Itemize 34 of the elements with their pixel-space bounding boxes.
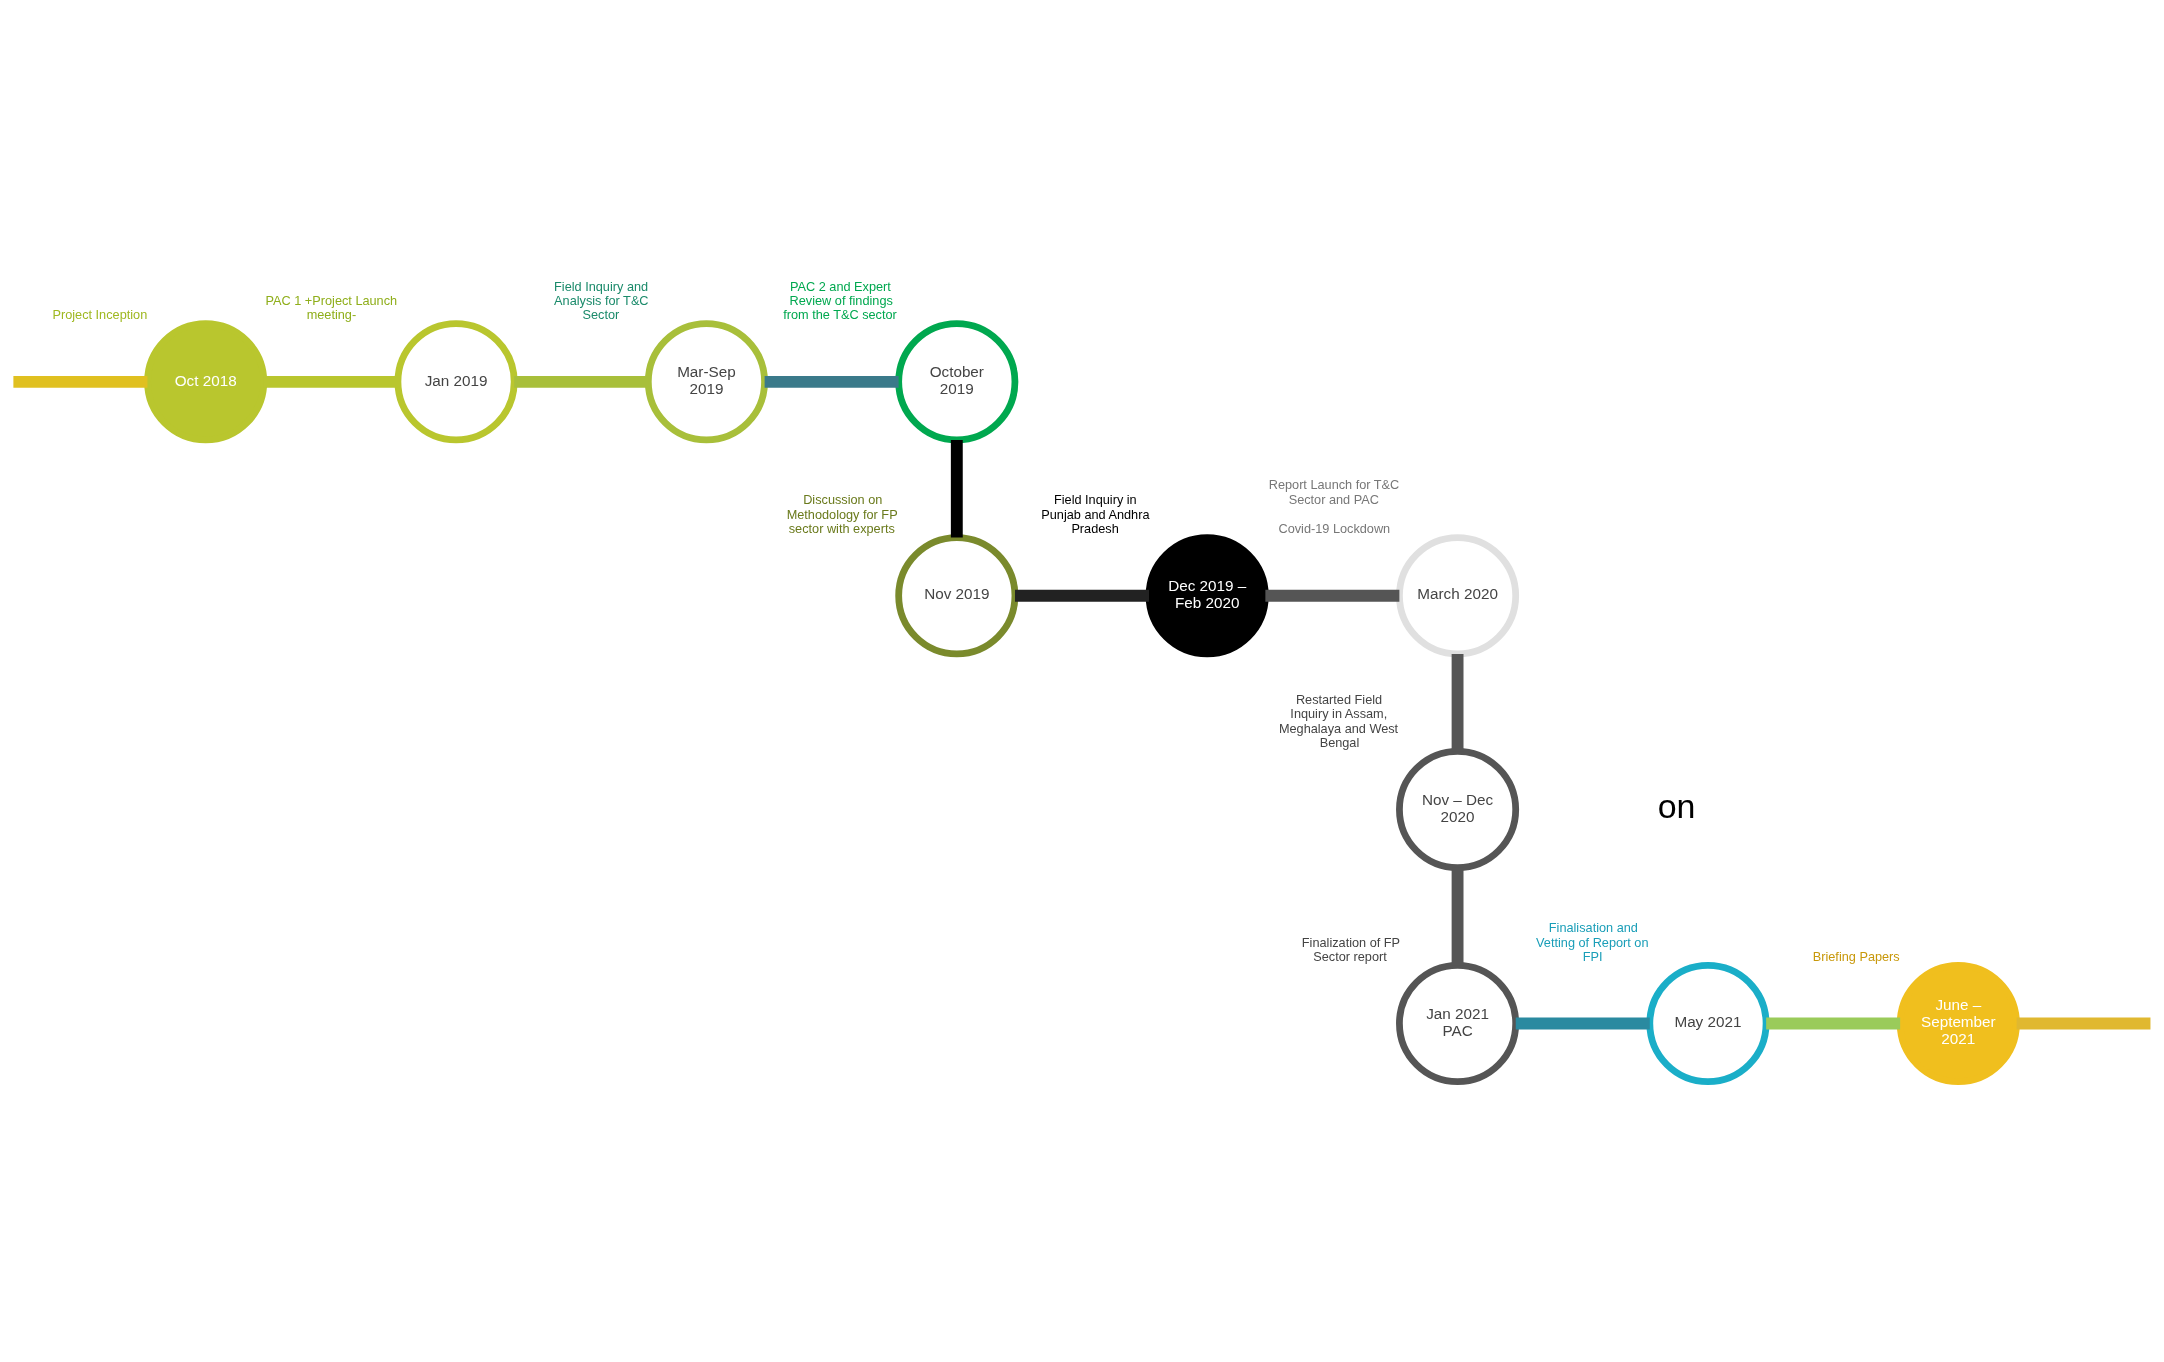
node-circle: Dec 2019 – Feb 2020 <box>1145 534 1269 658</box>
node-label: Field Inquiry in Punjab and Andhra Pradesh <box>1041 492 1150 537</box>
label: on <box>1657 787 1696 826</box>
node-label: Field Inquiry and Analysis for T&C Sector <box>554 278 649 323</box>
connector <box>1265 589 1400 602</box>
node-circle: October 2019 <box>895 320 1019 444</box>
connector <box>764 375 899 388</box>
connector <box>13 375 148 388</box>
node-label: PAC 2 and Expert Review of findings from the T&C sector <box>783 278 897 323</box>
node-circle: June – September 2021 <box>1896 961 2020 1085</box>
node-circle: Nov – Dec 2020 <box>1396 748 1520 872</box>
node-label: PAC 1 +Project Launch meeting- <box>265 293 398 323</box>
connector <box>263 375 398 388</box>
connector <box>1766 1017 1901 1030</box>
node-circle: Jan 2019 <box>394 320 518 444</box>
node-label: Discussion on Methodology for FP sector with experts <box>786 492 898 537</box>
connector <box>2016 1017 2151 1030</box>
connector <box>1015 589 1149 602</box>
connector <box>514 375 649 388</box>
connector <box>950 440 963 538</box>
connector <box>1451 653 1464 752</box>
node-label: Report Launch for T&C Sector and PAC <box>1268 477 1400 507</box>
node-circle: Jan 2021 PAC <box>1396 961 1520 1085</box>
connector <box>1515 1017 1650 1030</box>
node-circle: Oct 2018 <box>144 320 268 444</box>
node-label: Project Inception <box>52 307 148 323</box>
node-label: Covid-19 Lockdown <box>1278 521 1391 537</box>
node-circle: March 2020 <box>1396 534 1520 658</box>
node-circle: May 2021 <box>1646 961 1770 1085</box>
node-circle: Mar-Sep 2019 <box>644 320 768 444</box>
connector <box>1451 867 1464 966</box>
node-label: Restarted Field Inquiry in Assam, Meghalaya and West Bengal <box>1278 691 1399 751</box>
node-label: Finalisation and Vetting of Report on FPI <box>1536 920 1649 965</box>
node-circle: Nov 2019 <box>895 534 1019 658</box>
